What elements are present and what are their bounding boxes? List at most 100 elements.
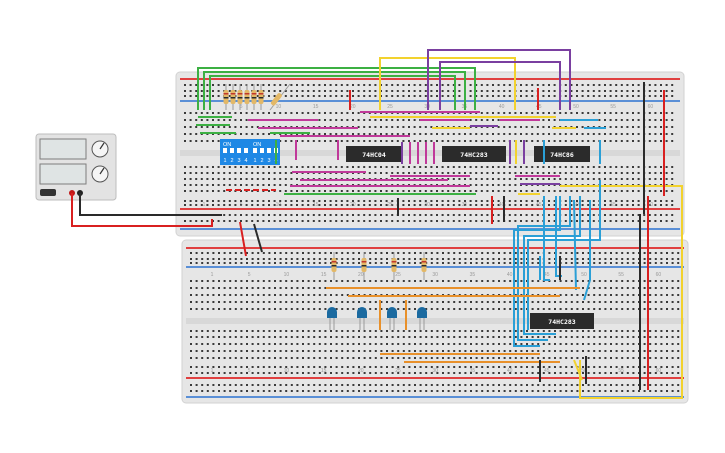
breadboard-hole[interactable]	[312, 166, 315, 168]
breadboard-hole[interactable]	[358, 258, 360, 260]
breadboard-hole[interactable]	[604, 330, 607, 332]
breadboard-hole[interactable]	[189, 126, 192, 128]
breadboard-hole[interactable]	[497, 204, 500, 206]
breadboard-hole[interactable]	[385, 140, 388, 142]
breadboard-hole[interactable]	[508, 95, 511, 97]
breadboard-hole[interactable]	[564, 200, 567, 202]
breadboard-hole[interactable]	[352, 119, 354, 121]
breadboard-hole[interactable]	[576, 133, 578, 135]
breadboard-hole[interactable]	[251, 178, 254, 180]
breadboard-hole[interactable]	[195, 84, 198, 86]
breadboard-hole[interactable]	[615, 294, 618, 296]
breadboard-hole[interactable]	[380, 204, 382, 206]
breadboard-hole[interactable]	[313, 372, 316, 374]
breadboard-hole[interactable]	[358, 343, 360, 345]
breadboard-hole[interactable]	[374, 308, 377, 310]
breadboard-hole[interactable]	[665, 140, 668, 142]
breadboard-hole[interactable]	[615, 200, 618, 202]
breadboard-hole[interactable]	[357, 112, 360, 114]
breadboard-hole[interactable]	[564, 90, 567, 92]
breadboard-hole[interactable]	[352, 214, 354, 216]
breadboard-hole[interactable]	[576, 140, 578, 142]
breadboard-hole[interactable]	[369, 336, 372, 338]
breadboard-hole[interactable]	[654, 90, 657, 92]
breadboard-hole[interactable]	[582, 372, 584, 374]
breadboard-hole[interactable]	[447, 90, 450, 92]
breadboard-hole[interactable]	[318, 214, 321, 216]
breadboard-hole[interactable]	[632, 301, 635, 303]
breadboard-hole[interactable]	[313, 294, 316, 296]
breadboard-hole[interactable]	[274, 350, 276, 352]
breadboard-hole[interactable]	[610, 330, 612, 332]
breadboard-hole[interactable]	[195, 308, 198, 310]
breadboard-hole[interactable]	[520, 336, 523, 338]
breadboard-hole[interactable]	[480, 200, 483, 202]
bottom-resistors[interactable]	[331, 252, 427, 280]
breadboard-hole[interactable]	[654, 262, 657, 264]
breadboard-hole[interactable]	[536, 172, 539, 174]
breadboard-hole[interactable]	[441, 190, 444, 192]
breadboard-hole[interactable]	[475, 384, 478, 386]
breadboard-hole[interactable]	[660, 172, 662, 174]
breadboard-hole[interactable]	[217, 190, 220, 192]
breadboard-hole[interactable]	[671, 166, 674, 168]
breadboard-hole[interactable]	[414, 252, 416, 254]
breadboard-hole[interactable]	[665, 84, 668, 86]
breadboard-hole[interactable]	[262, 166, 265, 168]
breadboard-hole[interactable]	[587, 178, 590, 180]
breadboard-hole[interactable]	[212, 184, 214, 186]
breadboard-hole[interactable]	[592, 214, 595, 216]
breadboard-hole[interactable]	[553, 84, 556, 86]
breadboard-hole[interactable]	[419, 384, 422, 386]
breadboard-hole[interactable]	[441, 133, 444, 135]
breadboard-hole[interactable]	[570, 200, 573, 202]
breadboard-hole[interactable]	[637, 220, 640, 222]
breadboard-hole[interactable]	[531, 126, 534, 128]
breadboard-hole[interactable]	[643, 262, 646, 264]
breadboard-hole[interactable]	[206, 384, 209, 386]
breadboard-hole[interactable]	[408, 214, 410, 216]
breadboard-hole[interactable]	[609, 190, 612, 192]
breadboard-hole[interactable]	[620, 200, 623, 202]
breadboard-hole[interactable]	[246, 372, 248, 374]
breadboard-hole[interactable]	[514, 390, 517, 392]
breadboard-hole[interactable]	[268, 294, 271, 296]
breadboard-hole[interactable]	[380, 301, 383, 303]
breadboard-hole[interactable]	[632, 204, 634, 206]
breadboard-hole[interactable]	[195, 366, 198, 368]
breadboard-hole[interactable]	[453, 343, 456, 345]
breadboard-hole[interactable]	[480, 133, 483, 135]
breadboard-hole[interactable]	[441, 172, 444, 174]
breadboard-hole[interactable]	[419, 258, 422, 260]
breadboard-hole[interactable]	[324, 119, 326, 121]
breadboard-hole[interactable]	[273, 214, 276, 216]
breadboard-hole[interactable]	[666, 287, 668, 289]
breadboard-hole[interactable]	[525, 95, 528, 97]
breadboard-hole[interactable]	[548, 262, 551, 264]
breadboard-hole[interactable]	[228, 90, 231, 92]
breadboard-hole[interactable]	[660, 343, 663, 345]
breadboard-hole[interactable]	[329, 214, 332, 216]
breadboard-hole[interactable]	[582, 330, 584, 332]
breadboard-hole[interactable]	[503, 190, 506, 192]
breadboard-hole[interactable]	[520, 262, 523, 264]
breadboard-hole[interactable]	[391, 90, 394, 92]
breadboard-hole[interactable]	[520, 308, 523, 310]
breadboard-hole[interactable]	[665, 214, 668, 216]
breadboard-hole[interactable]	[665, 200, 668, 202]
breadboard-hole[interactable]	[654, 214, 657, 216]
breadboard-hole[interactable]	[251, 308, 254, 310]
breadboard-hole[interactable]	[413, 172, 416, 174]
breadboard-hole[interactable]	[531, 280, 534, 282]
breadboard-hole[interactable]	[262, 133, 265, 135]
breadboard-hole[interactable]	[442, 262, 444, 264]
breadboard-hole[interactable]	[296, 280, 299, 282]
breadboard-hole[interactable]	[335, 166, 338, 168]
breadboard-hole[interactable]	[341, 301, 344, 303]
breadboard-hole[interactable]	[397, 366, 400, 368]
breadboard-hole[interactable]	[609, 220, 612, 222]
breadboard-hole[interactable]	[374, 166, 377, 168]
breadboard-hole[interactable]	[587, 112, 590, 114]
breadboard-hole[interactable]	[464, 172, 466, 174]
breadboard-hole[interactable]	[620, 90, 623, 92]
